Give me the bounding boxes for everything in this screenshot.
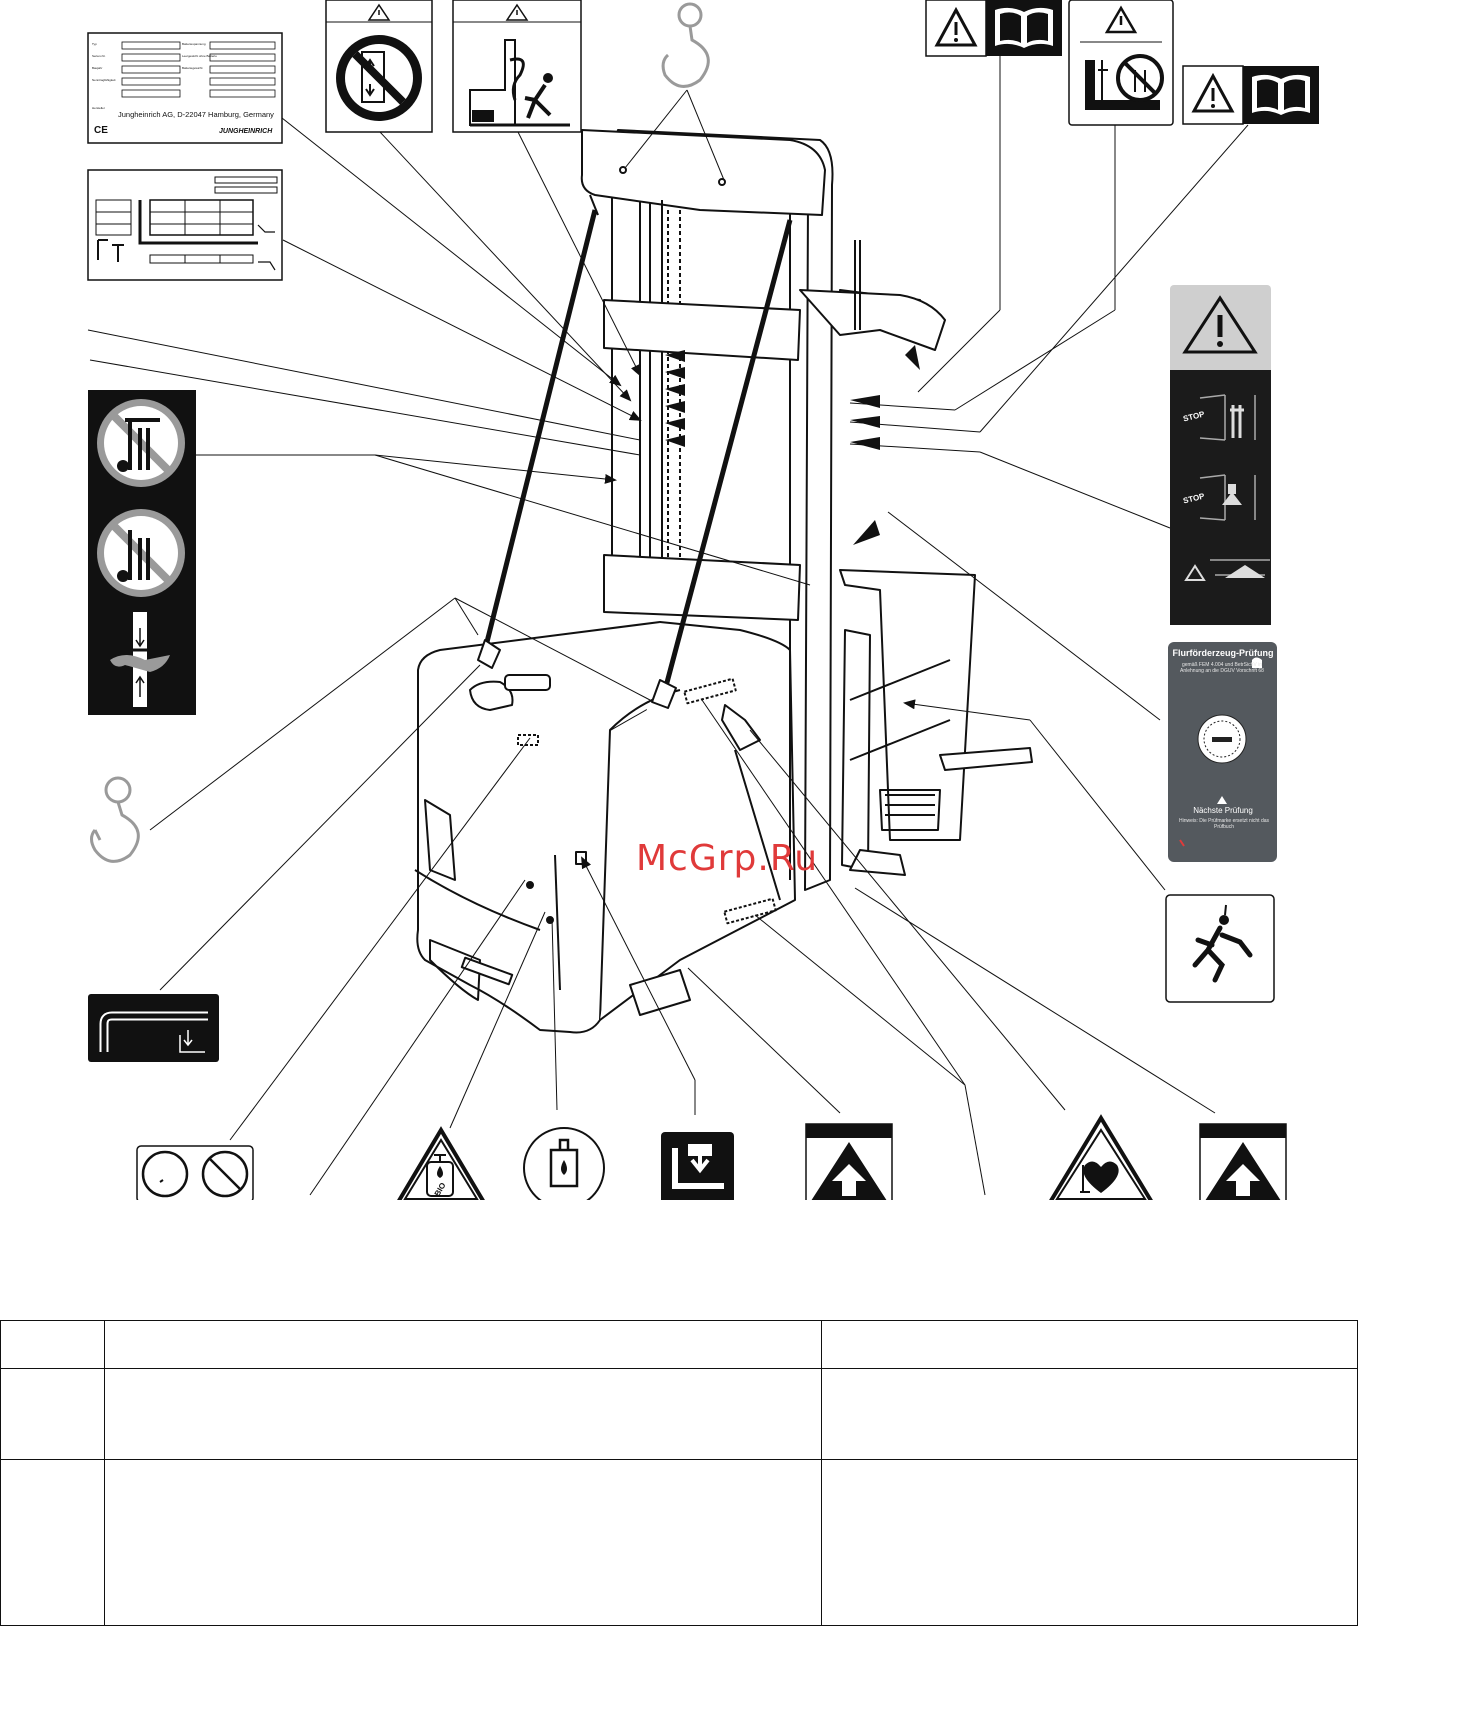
push-direction-label-2 [1199, 1123, 1287, 1205]
nameplate-field-label: Batteriegewicht [182, 66, 203, 70]
warning-manual-label-2 [1182, 65, 1319, 125]
table-header-row [0, 1320, 1358, 1369]
fall-hazard-warning-label [452, 0, 582, 133]
table-cell [0, 1459, 105, 1626]
diagram-canvas [87, 0, 1319, 1209]
inspection-sticker [1168, 642, 1277, 862]
table-cell [104, 1368, 822, 1460]
battery-charger-label [136, 1145, 254, 1203]
no-entry-lift-warning-label [325, 0, 433, 133]
hydraulic-oil-label [523, 1127, 605, 1209]
table-cell [0, 1368, 105, 1460]
nameplate-manufacturer: Jungheinrich AG, D-22047 Hamburg, German… [118, 110, 274, 119]
inspection-note: Hinweis: Die Prüfmarke ersetzt nicht das… [1178, 818, 1270, 830]
table-row [0, 1459, 1358, 1626]
nameplate-field-label: Baujahr [92, 66, 103, 70]
harness-required-label [1165, 894, 1275, 1003]
ce-mark: CE [94, 125, 108, 136]
inspection-title: Flurförderzeug-Prüfung [1172, 648, 1274, 658]
nameplate-field-label: Hersteller [92, 106, 105, 110]
label-table-grid [0, 1320, 1358, 1626]
stop-warning-label [1170, 285, 1271, 625]
emergency-lowering-key-label [88, 994, 219, 1062]
warning-manual-label-1 [925, 0, 1062, 57]
table-row [0, 1368, 1358, 1460]
lifting-hook-icon-left [90, 776, 140, 863]
table-cell [821, 1459, 1358, 1626]
truck-label-diagram: Jungheinrich AG, D-22047 Hamburg, German… [87, 0, 1319, 1209]
prohibition-strip-label [88, 390, 196, 715]
mast-label-arrows [665, 345, 920, 545]
lashing-point-label [661, 1132, 734, 1204]
nameplate-label [87, 32, 283, 144]
nameplate-field-label: Serien-Nr. [92, 54, 106, 58]
nameplate-field-label: Typ [92, 42, 97, 46]
table-cell [821, 1368, 1358, 1460]
watermark: McGrp.Ru [636, 838, 819, 879]
no-entry-under-platform-label [1068, 0, 1174, 126]
pacemaker-warning-label [1045, 1114, 1157, 1206]
nameplate-field-label: Batteriespannung [182, 42, 206, 46]
label-table [0, 1320, 1358, 1626]
callout-lines [87, 55, 1249, 1196]
lifting-hook-icon-top [661, 2, 710, 88]
nameplate-field-label: Leergewicht ohne Batterie [182, 54, 217, 58]
table-cell [0, 1320, 105, 1369]
table-cell [104, 1459, 822, 1626]
inspection-next-label: Nächste Prüfung [1193, 806, 1253, 815]
load-capacity-label [87, 169, 283, 281]
push-direction-label-1 [805, 1123, 893, 1205]
brand-mark: JUNGHEINRICH [219, 128, 273, 135]
nameplate-field-label: Nenntragfähigkeit [92, 78, 116, 82]
table-cell [104, 1320, 822, 1369]
inspection-subtitle: gemäß FEM 4.004 und BetrSichV in Anlehnu… [1180, 662, 1264, 674]
order-picker-truck [414, 129, 1033, 1034]
table-cell [821, 1320, 1358, 1369]
